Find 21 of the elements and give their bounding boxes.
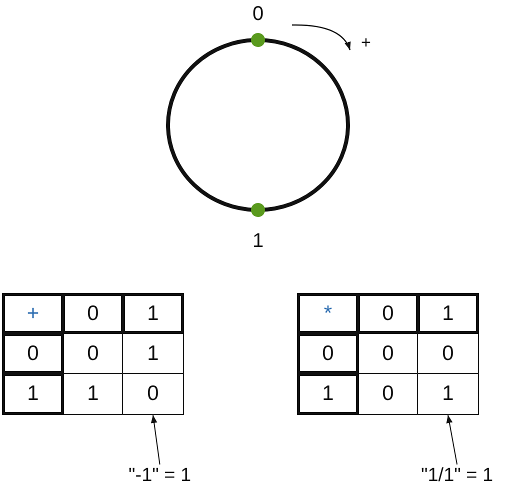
leader-arrow [150, 414, 160, 465]
header-cell: + [2, 293, 64, 334]
table-cell: 1 [417, 373, 479, 415]
table-cell: 0 [417, 333, 479, 374]
header-cell: 0 [297, 333, 359, 374]
header-cell: 1 [2, 373, 64, 415]
note-text: "1/1" = 1 [421, 466, 494, 484]
note-text: "-1" = 1 [128, 466, 192, 484]
header-cell: 0 [357, 293, 419, 334]
point-label: 0 [252, 4, 264, 24]
header-cell: 1 [297, 373, 359, 415]
table-cell: 0 [122, 373, 184, 415]
table-cell: 1 [122, 333, 184, 374]
direction-label: + [361, 34, 371, 50]
leader-arrow [446, 414, 458, 465]
header-cell: 0 [62, 293, 124, 334]
header-cell: 1 [122, 293, 184, 334]
header-cell: 0 [2, 333, 64, 374]
header-cell: 1 [417, 293, 479, 334]
point-label: 1 [252, 231, 264, 251]
header-cell: * [297, 293, 359, 334]
